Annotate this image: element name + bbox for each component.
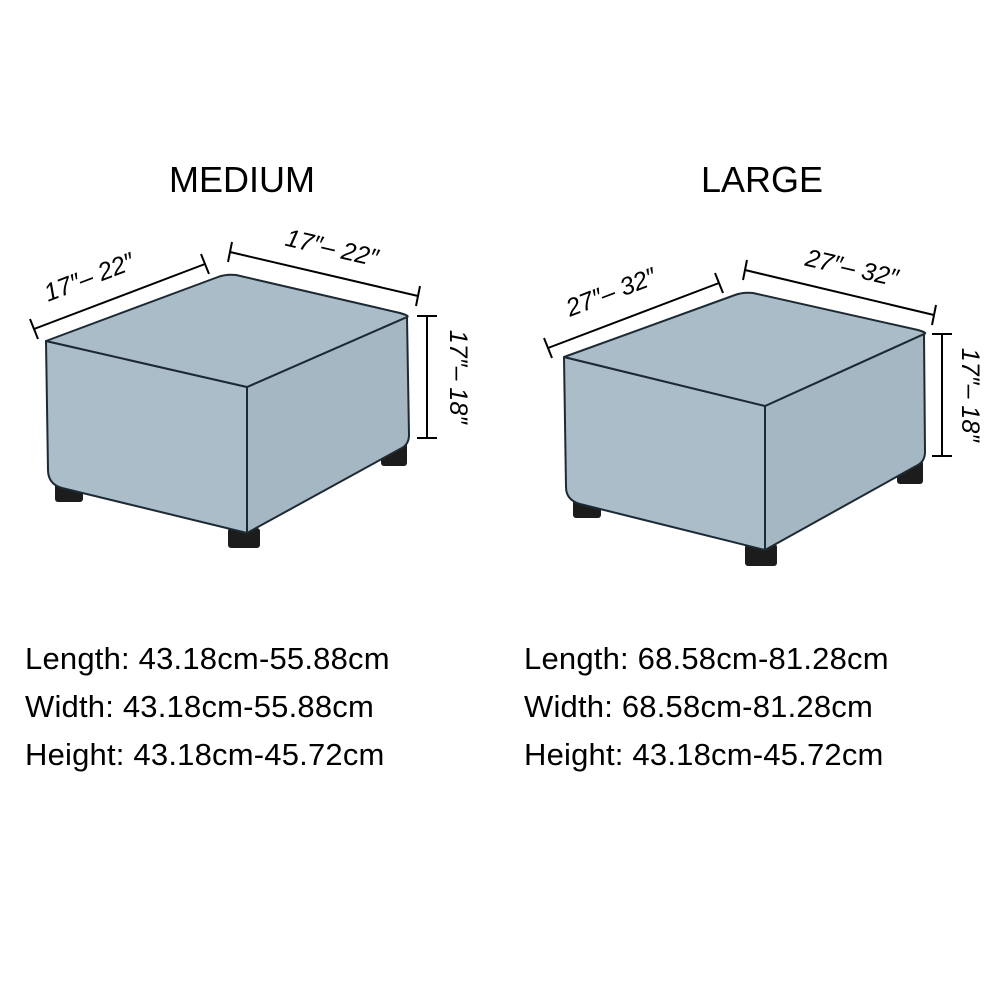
- ottoman-diagrams: 17″– 22″ 17″– 22″ 17″– 18″: [29, 224, 984, 566]
- large-height-dimension-label: 17″– 18″: [956, 348, 984, 443]
- large-width-spec: Width: 68.58cm-81.28cm: [524, 689, 873, 724]
- medium-leg-front: [228, 528, 260, 548]
- large-left-dimension-line: [543, 272, 724, 359]
- large-right-dimension-label: 27″– 32″: [802, 244, 902, 293]
- large-length-spec: Length: 68.58cm-81.28cm: [524, 641, 889, 676]
- large-top-face: [563, 291, 927, 407]
- medium-right-dimension-label: 17″– 22″: [283, 224, 382, 273]
- medium-left-dimension-line: [29, 253, 210, 340]
- medium-side-face: [246, 316, 410, 534]
- medium-width-spec: Width: 43.18cm-55.88cm: [25, 689, 374, 724]
- medium-height-dimension-line: [417, 315, 437, 439]
- medium-title: MEDIUM: [169, 159, 315, 200]
- large-title: LARGE: [700, 159, 824, 200]
- large-front-face: [563, 356, 766, 551]
- medium-front-face: [45, 340, 248, 534]
- medium-top-face: [45, 273, 409, 388]
- medium-height-spec: Height: 43.18cm-45.72cm: [25, 737, 385, 772]
- medium-left-dimension-label: 17″– 22″: [40, 247, 139, 307]
- large-left-dimension-label: 27″– 32″: [561, 262, 661, 323]
- large-leg-front: [745, 544, 777, 566]
- large-height-dimension-line: [932, 333, 952, 457]
- large-height-spec: Height: 43.18cm-45.72cm: [524, 737, 884, 772]
- medium-height-dimension-label: 17″– 18″: [444, 330, 472, 425]
- medium-right-dimension-line: [227, 241, 421, 307]
- medium-ottoman: 17″– 22″ 17″– 22″ 17″– 18″: [29, 224, 472, 548]
- large-ottoman: 27″– 32″ 27″– 32″ 17″– 18″: [543, 244, 984, 566]
- large-right-dimension-line: [742, 259, 937, 326]
- medium-length-spec: Length: 43.18cm-55.88cm: [25, 641, 390, 676]
